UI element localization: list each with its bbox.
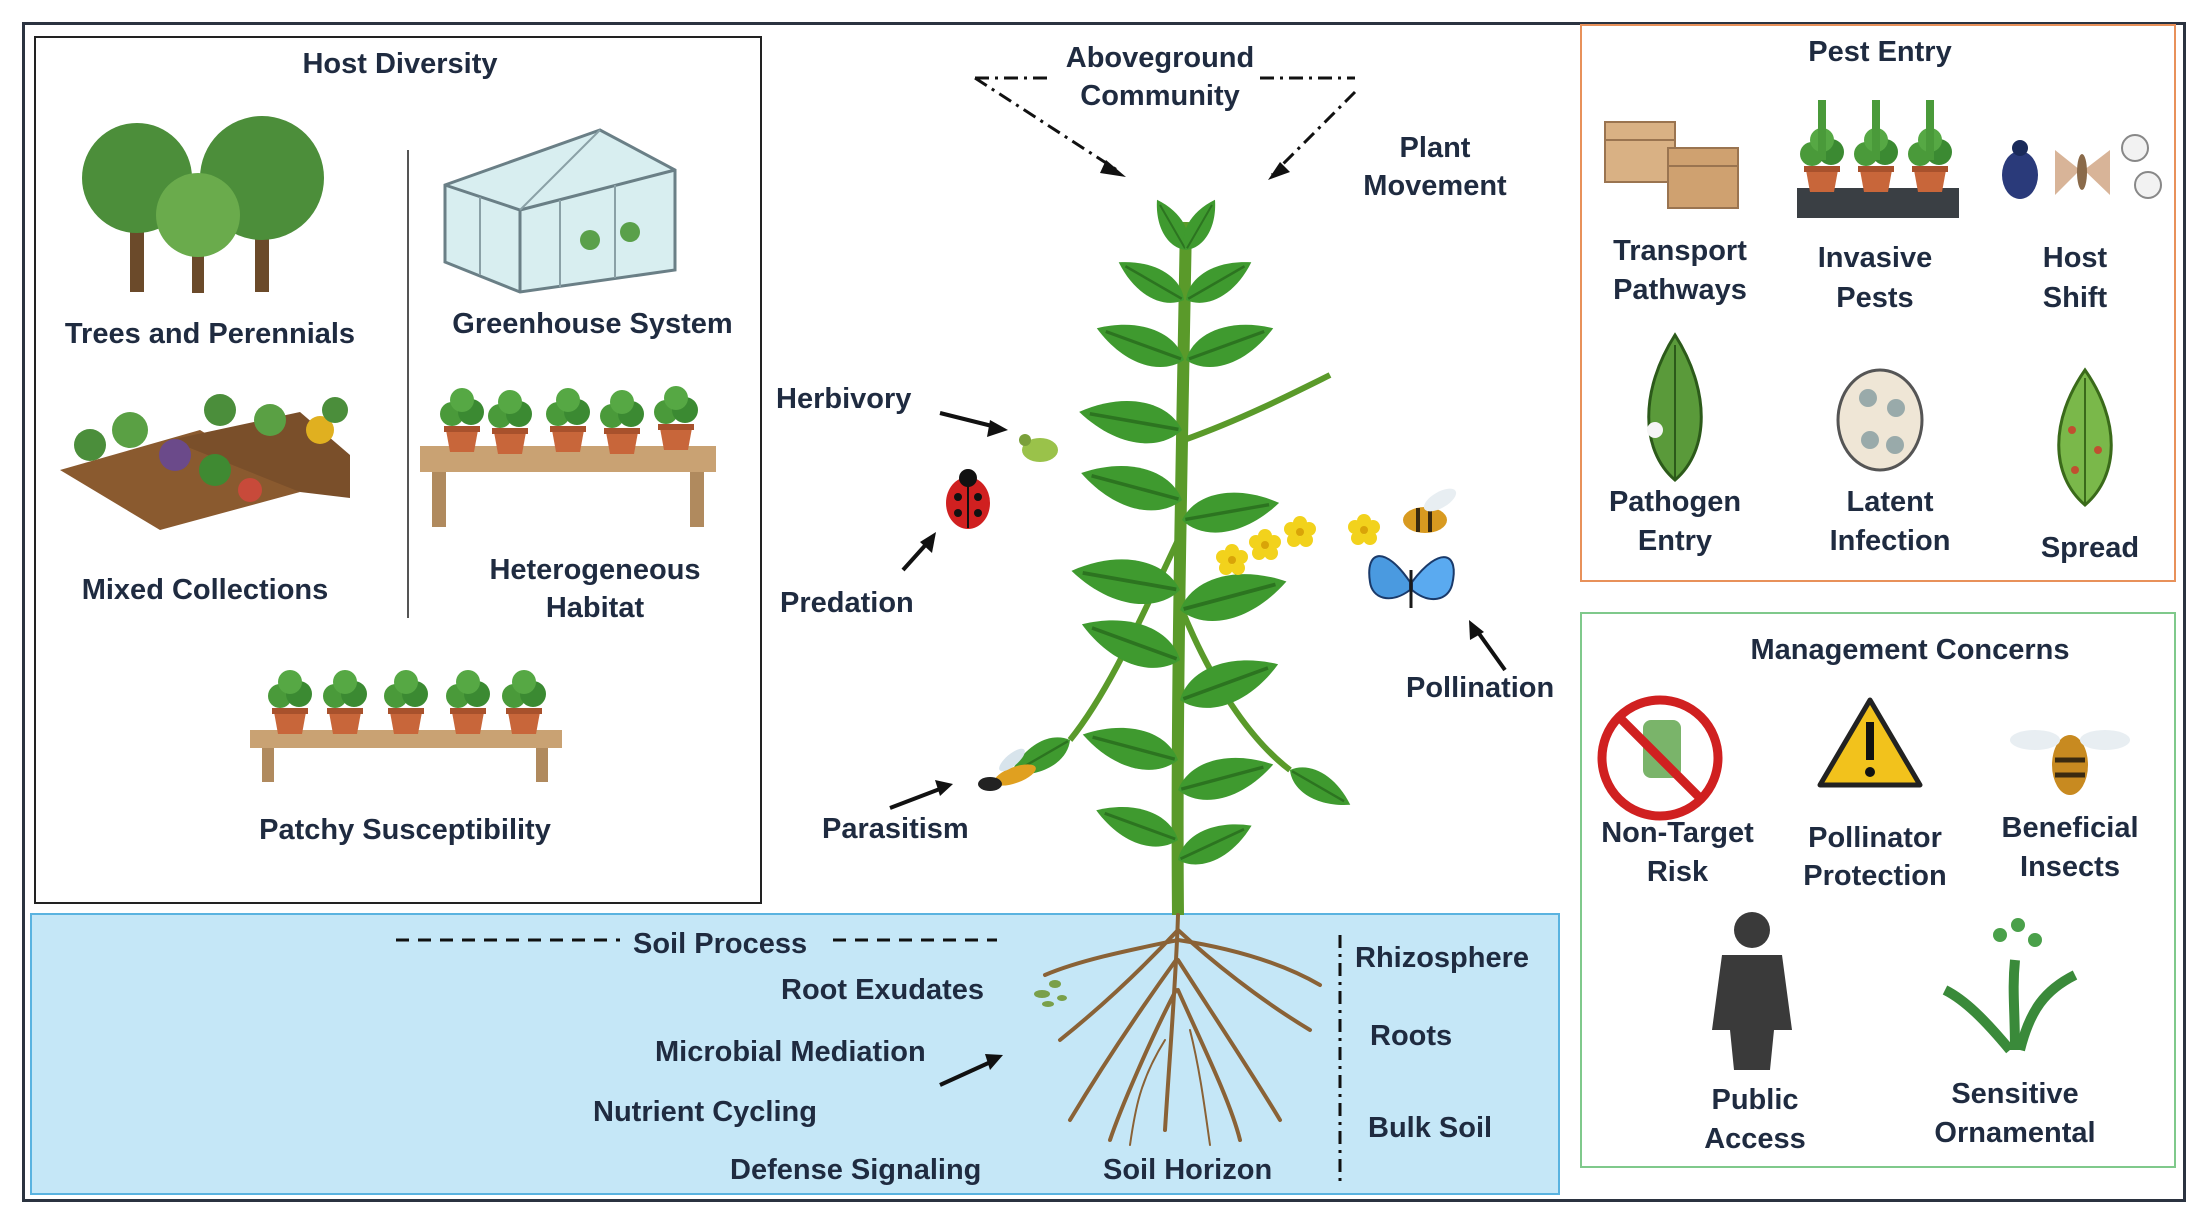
seedling-tray-icon xyxy=(1797,100,1959,218)
microbial-arrow xyxy=(939,1058,996,1087)
shift-label: Shift xyxy=(2042,282,2108,314)
management-panel xyxy=(1580,612,2176,1168)
pest-entry-title: Pest Entry xyxy=(1808,36,1952,68)
insects-label: Insects xyxy=(2020,851,2120,883)
mixed-beds-icon xyxy=(60,394,350,530)
host-label: Host xyxy=(2042,242,2108,274)
spread-label: Spread xyxy=(2040,532,2140,564)
pollinator-label: Pollinator xyxy=(1808,822,1942,854)
aboveground-label: Aboveground xyxy=(1065,42,1255,74)
boxes-icon xyxy=(1604,121,1739,209)
host-diversity-title: Host Diversity xyxy=(302,48,498,80)
beneficial-bee-icon xyxy=(2010,730,2130,795)
mixed-collections-label: Mixed Collections xyxy=(81,574,329,606)
parasitism-arrow xyxy=(889,785,946,810)
non-target-label: Non-Target xyxy=(1601,817,1754,849)
defense-signaling-label: Defense Signaling xyxy=(730,1154,982,1186)
outer-frame xyxy=(22,22,2186,1202)
beetle-icon xyxy=(2002,140,2038,199)
predation-label: Predation xyxy=(780,587,914,619)
roots-label: Roots xyxy=(1370,1020,1453,1052)
ladybug-icon xyxy=(946,469,990,529)
spotted-leaf-icon xyxy=(2057,367,2113,507)
patchy-label: Patchy Susceptibility xyxy=(259,814,551,846)
risk-label: Risk xyxy=(1646,856,1709,888)
transport-label: Transport xyxy=(1613,235,1747,267)
soil-horizon-label: Soil Horizon xyxy=(1103,1154,1273,1186)
latent-label: Latent xyxy=(1846,486,1934,518)
nutrient-cycling-label: Nutrient Cycling xyxy=(593,1096,817,1128)
movement-label: Movement xyxy=(1363,170,1507,202)
exudate-particles-icon xyxy=(1034,980,1067,1007)
community-label: Community xyxy=(1080,80,1240,112)
beneficial-label: Beneficial xyxy=(2001,812,2139,844)
no-spray-icon xyxy=(1597,695,1723,821)
trees-label: Trees and Perennials xyxy=(64,318,356,350)
pollination-arrow xyxy=(1473,626,1507,672)
petri-dish-icon xyxy=(1836,368,1924,472)
parasitism-label: Parasitism xyxy=(822,813,969,845)
heterogeneous-label: Heterogeneous xyxy=(489,554,701,586)
plant-label: Plant xyxy=(1399,132,1471,164)
soil-panel xyxy=(30,913,1560,1195)
entry-label: Entry xyxy=(1637,525,1713,557)
ornamental-label: Ornamental xyxy=(1934,1117,2096,1149)
spore-icon xyxy=(2121,134,2162,199)
greenhouse-label: Greenhouse System xyxy=(452,308,733,340)
pest-entry-panel xyxy=(1580,24,2176,582)
rhizosphere-label: Rhizosphere xyxy=(1355,942,1530,974)
wasp-icon xyxy=(978,748,1036,791)
management-title: Management Concerns xyxy=(1750,634,2070,666)
access-label: Access xyxy=(1704,1123,1806,1155)
pathogen-label: Pathogen xyxy=(1608,486,1742,518)
habitat-label: Habitat xyxy=(545,592,645,624)
invasive-label: Invasive xyxy=(1817,242,1933,274)
seedling-bench-icon xyxy=(250,670,562,782)
host-diversity-panel xyxy=(34,36,762,904)
butterfly-icon xyxy=(1368,555,1455,608)
moth-icon xyxy=(2055,150,2110,195)
aphid-icon xyxy=(1019,434,1058,462)
public-label: Public xyxy=(1711,1084,1799,1116)
protection-label: Protection xyxy=(1803,860,1947,892)
aboveground-arrows xyxy=(974,76,1357,177)
sensitive-label: Sensitive xyxy=(1951,1078,2079,1110)
roots-icon xyxy=(1043,913,1322,1146)
infection-label: Infection xyxy=(1829,525,1951,557)
potted-bench-icon xyxy=(420,386,716,527)
trees-icon xyxy=(82,116,324,293)
bee-icon xyxy=(1403,488,1457,533)
bulk-soil-label: Bulk Soil xyxy=(1368,1112,1493,1144)
herbivory-label: Herbivory xyxy=(776,383,912,415)
root-exudates-label: Root Exudates xyxy=(781,974,985,1006)
pests-label: Pests xyxy=(1836,282,1914,314)
pathways-label: Pathways xyxy=(1613,274,1747,306)
microbial-mediation-label: Microbial Mediation xyxy=(655,1036,926,1068)
greenhouse-icon xyxy=(443,128,677,294)
warning-icon xyxy=(1817,697,1923,788)
diseased-leaf-icon xyxy=(1647,332,1703,482)
soil-process-label: Soil Process xyxy=(633,928,808,960)
pollination-label: Pollination xyxy=(1406,672,1555,704)
ornamental-plant-icon xyxy=(1942,918,2078,1054)
person-icon xyxy=(1712,912,1792,1070)
tomato-plant-icon xyxy=(1001,193,1380,916)
